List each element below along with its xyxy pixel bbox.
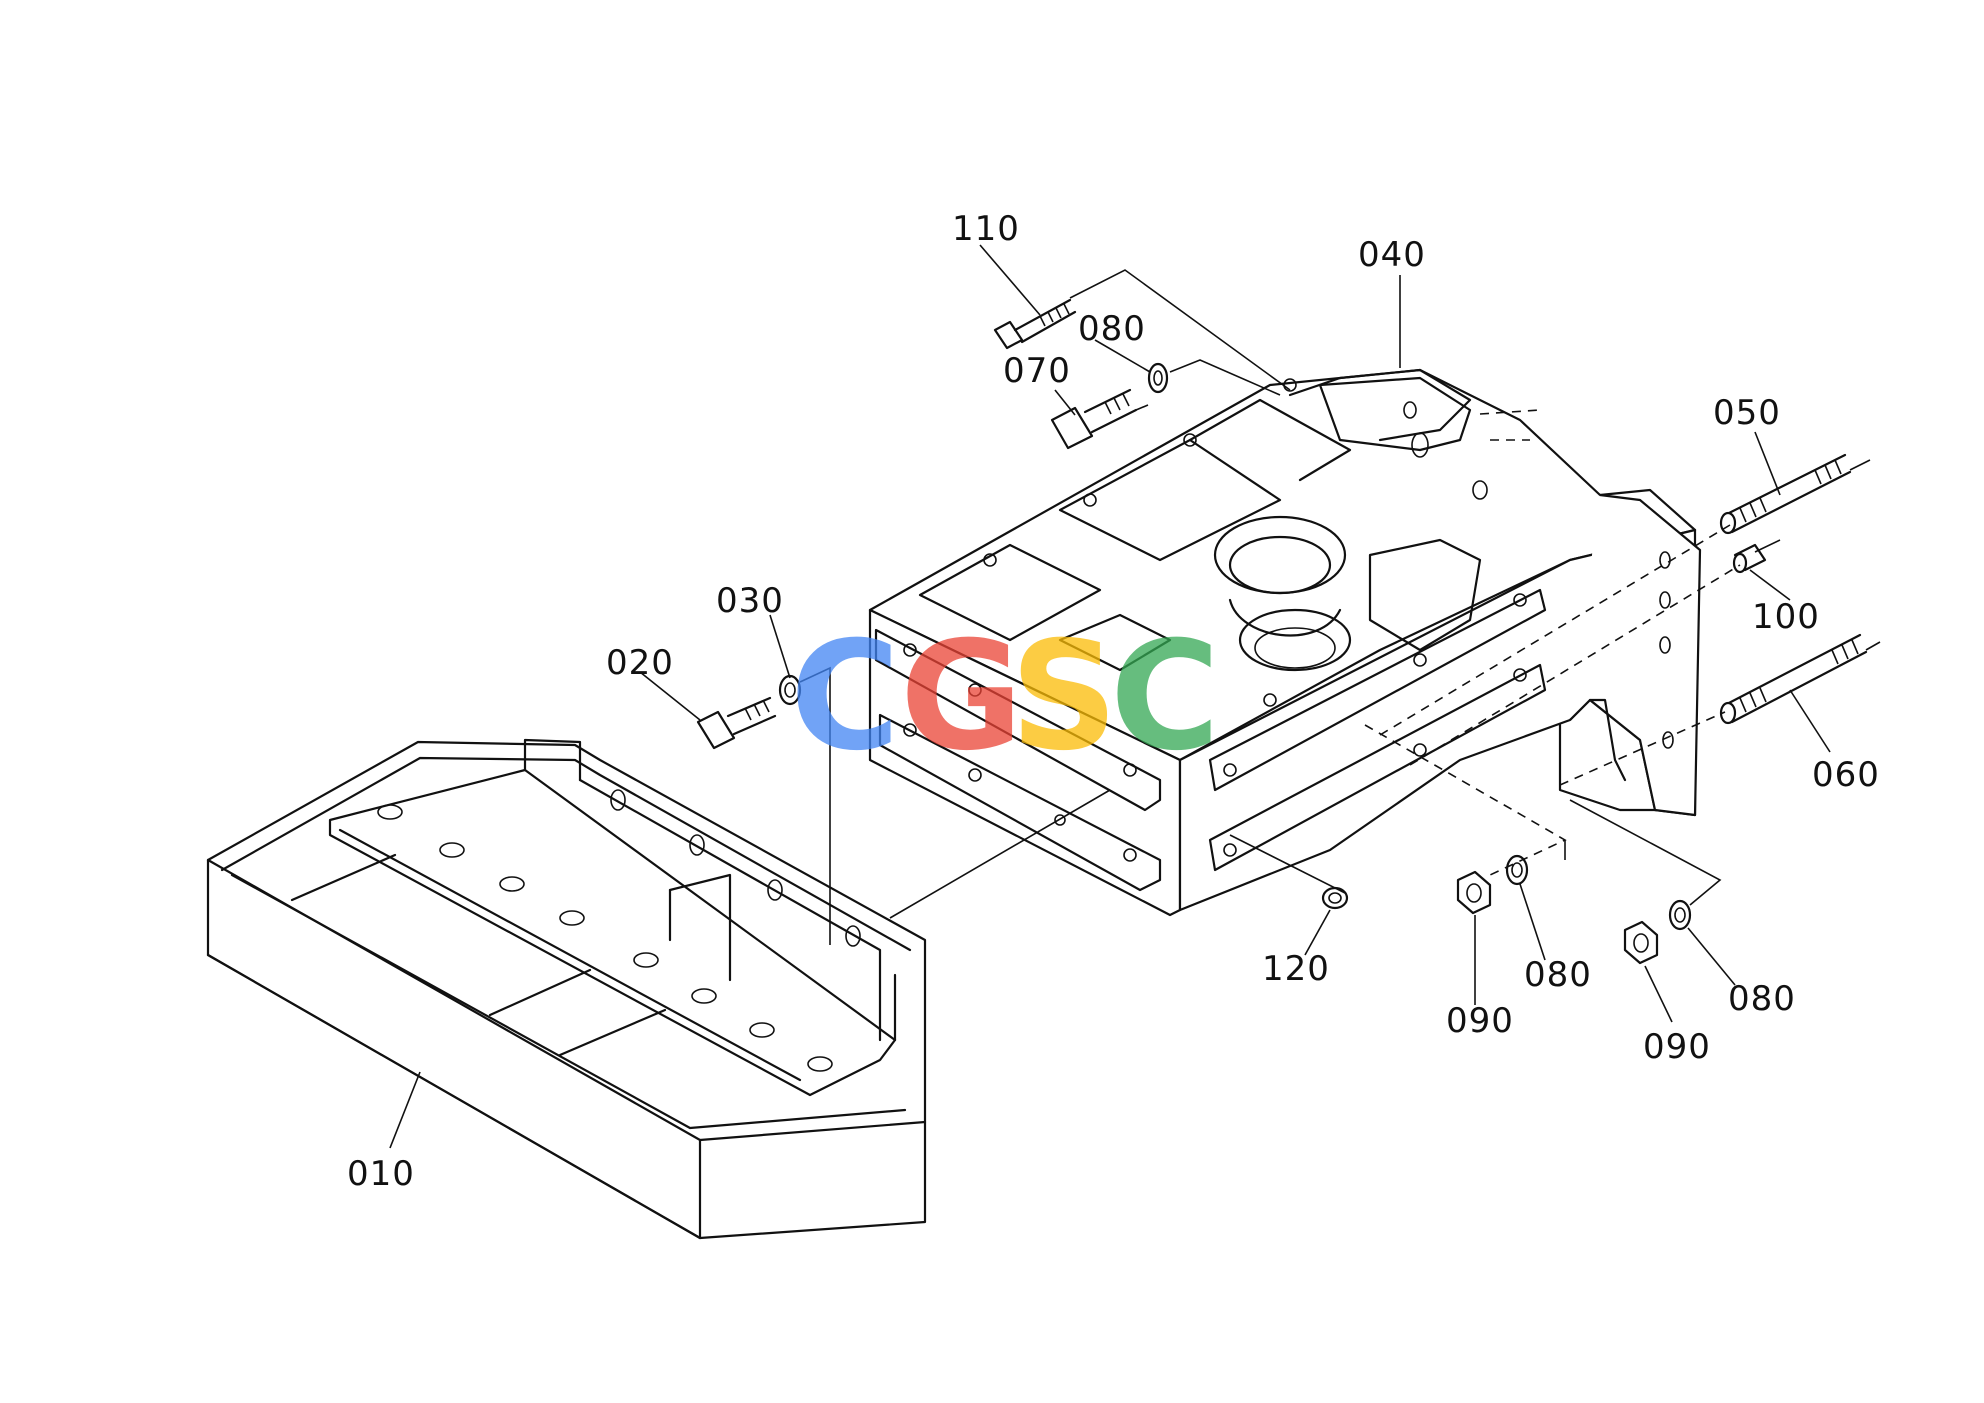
stud-060: [1719, 633, 1868, 725]
bolt-020: [696, 696, 777, 750]
nut-090-a: [1456, 870, 1492, 915]
label-080-top: 080: [1078, 309, 1146, 349]
label-070: 070: [1003, 351, 1071, 391]
washer-080-right: [1668, 899, 1692, 931]
leader-lines: [389, 244, 1831, 1149]
plug-120: [1321, 886, 1349, 910]
label-080-mid: 080: [1524, 955, 1592, 995]
watermark-logo: C G S C: [790, 610, 1220, 784]
part-labels: 110 080 070 040 050 100 060 030 020 010 …: [347, 209, 1880, 1194]
label-060: 060: [1812, 755, 1880, 795]
label-090-b: 090: [1643, 1027, 1711, 1067]
bolt-110: [993, 298, 1077, 350]
label-050: 050: [1713, 393, 1781, 433]
label-100: 100: [1752, 597, 1820, 637]
counterweight-tray-010: [206, 738, 927, 1240]
label-040: 040: [1358, 235, 1426, 275]
stud-050: [1719, 453, 1852, 535]
label-080-right: 080: [1728, 979, 1796, 1019]
label-030: 030: [716, 581, 784, 621]
label-010: 010: [347, 1154, 415, 1194]
nut-090-b: [1623, 920, 1659, 965]
washer-080-mid: [1505, 854, 1529, 886]
label-120: 120: [1262, 949, 1330, 989]
bolt-070: [1050, 388, 1138, 450]
assembly-lines: [799, 269, 1881, 945]
main-frame-040: [868, 368, 1702, 917]
watermark-letter-c1: C: [790, 610, 900, 784]
label-110: 110: [952, 209, 1020, 249]
watermark-letter-c2: C: [1110, 610, 1220, 784]
watermark-letter-g: G: [900, 610, 1023, 784]
watermark-letter-s: S: [1010, 610, 1118, 784]
label-020: 020: [606, 643, 674, 683]
washer-080-top: [1147, 362, 1169, 394]
label-090-a: 090: [1446, 1001, 1514, 1041]
